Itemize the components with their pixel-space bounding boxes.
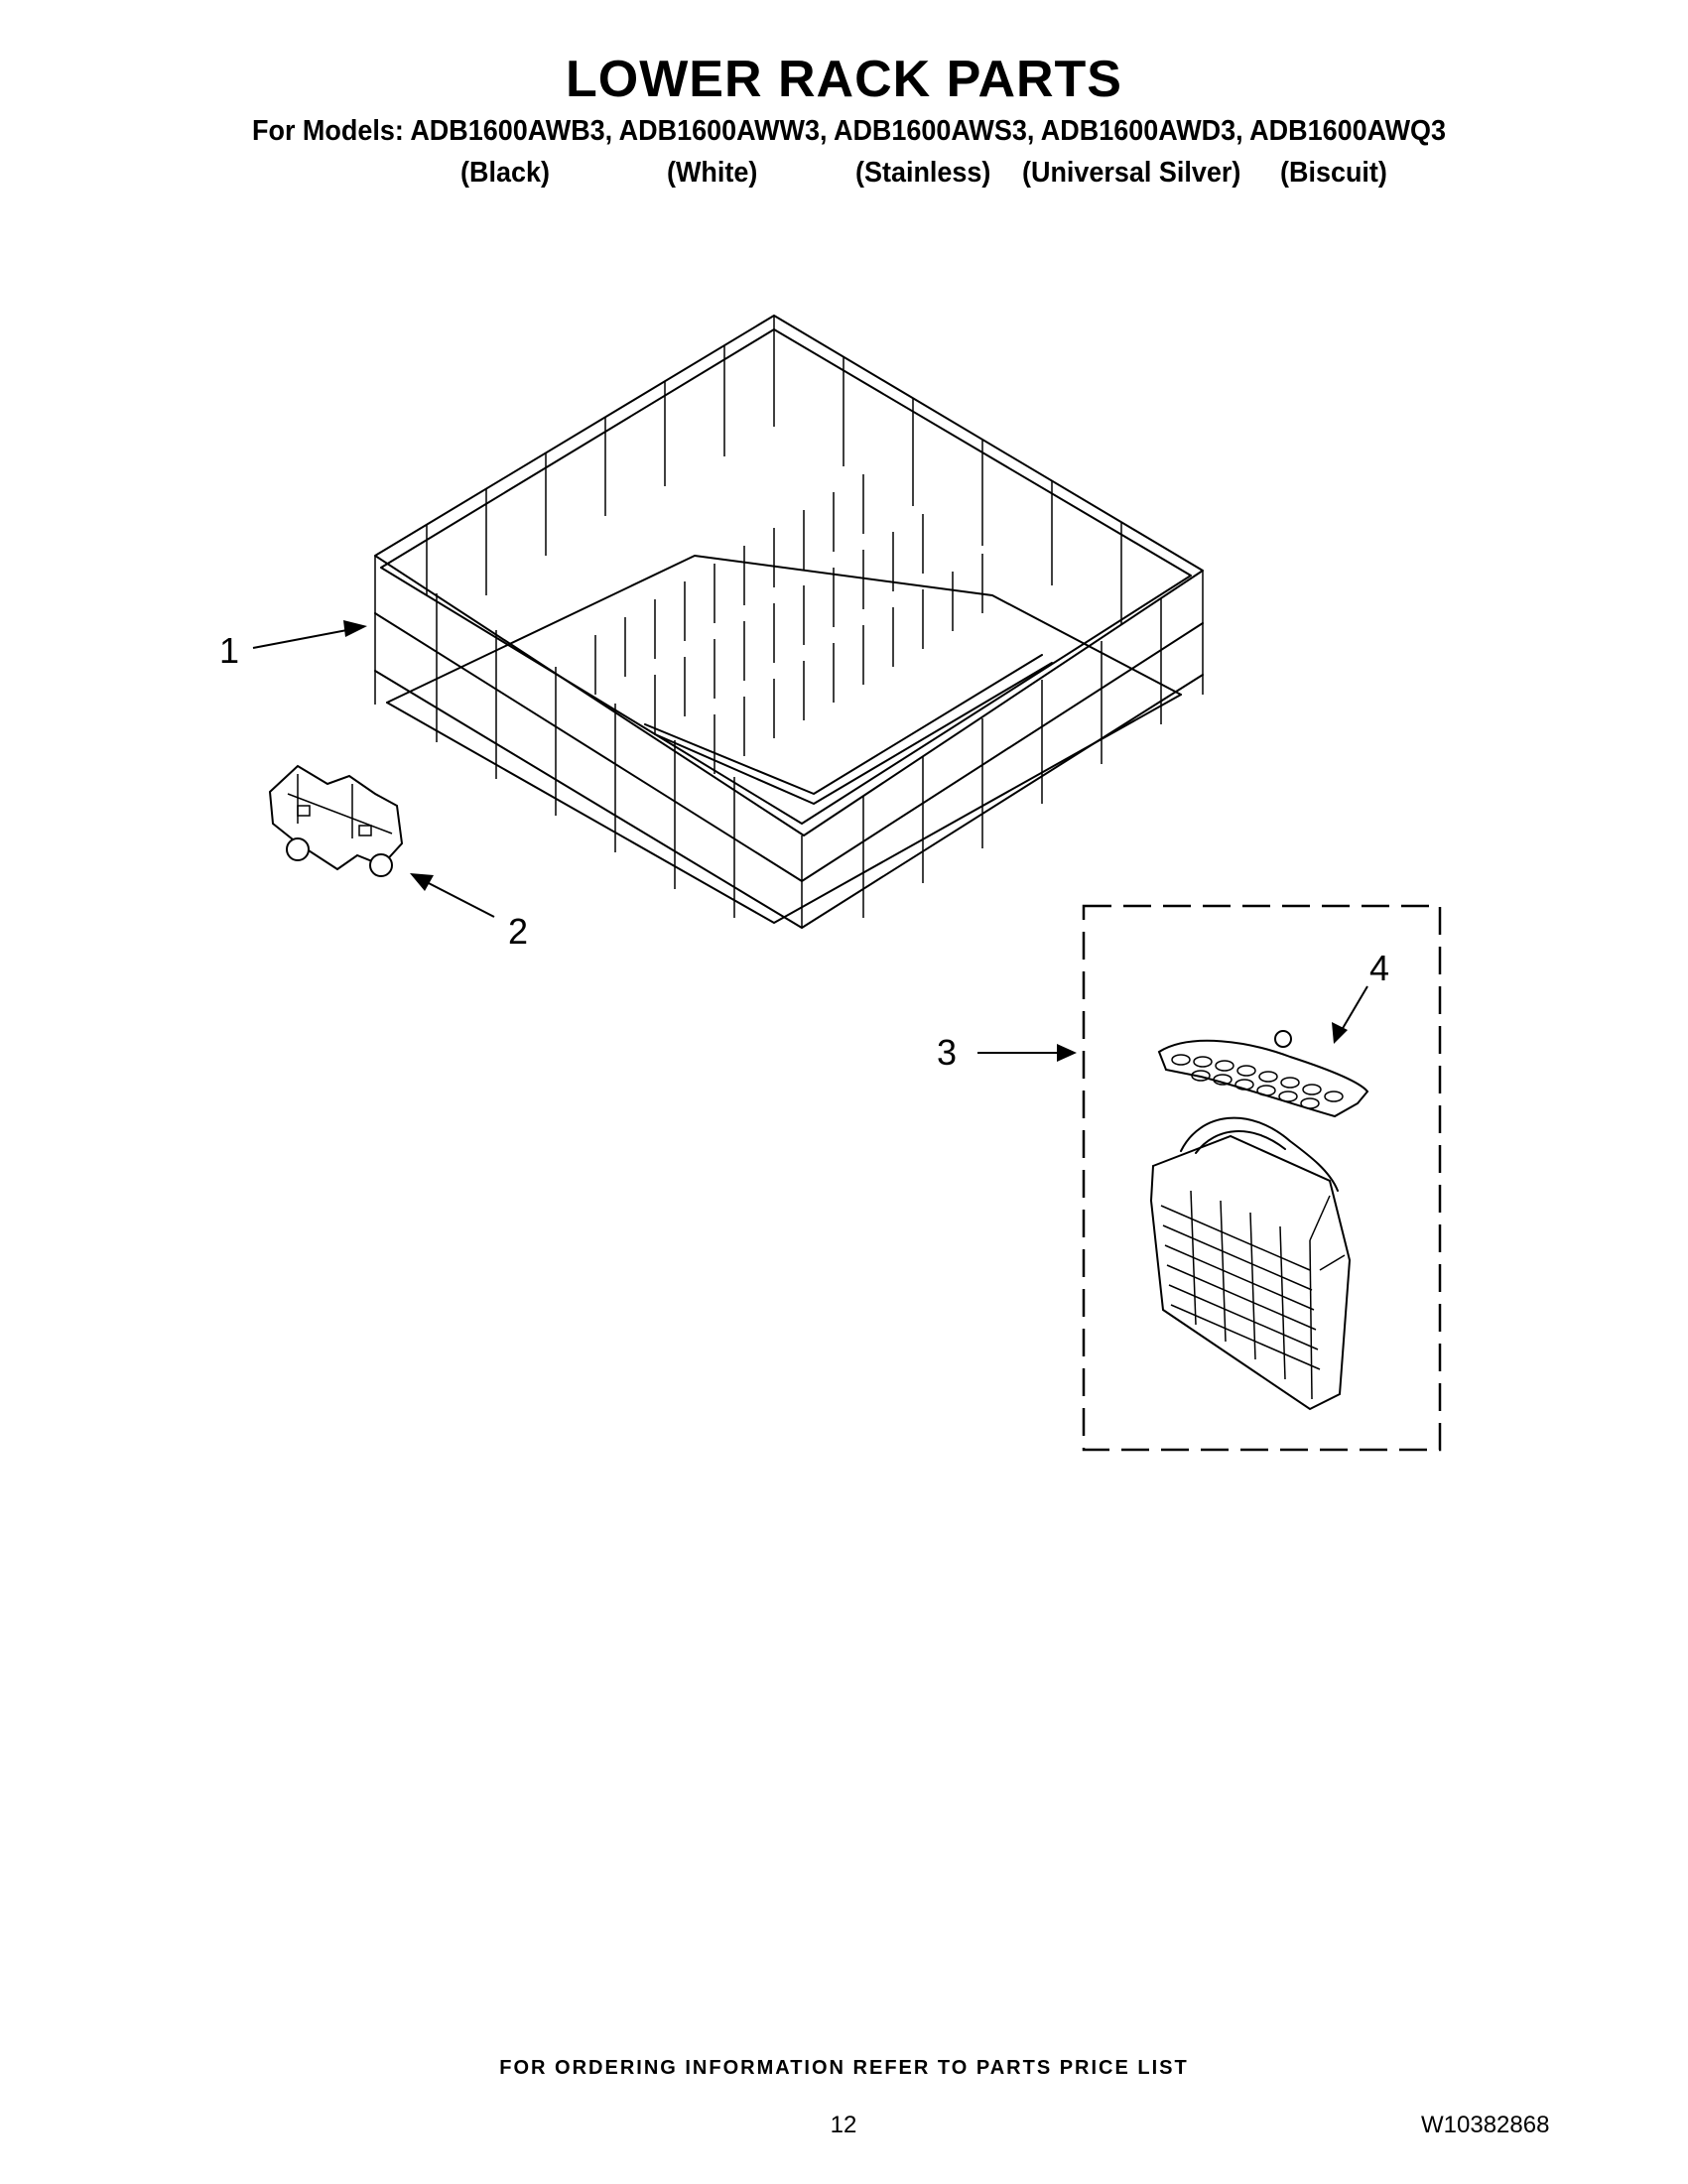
callout-number-4: 4 <box>1369 948 1390 988</box>
dishrack-lower-wire-icon <box>374 315 1204 929</box>
color-label-stainless: (Stainless) <box>855 157 991 189</box>
color-variants-row: (Black) (White) (Stainless) (Universal S… <box>0 157 1688 193</box>
color-label-biscuit: (Biscuit) <box>1280 157 1387 189</box>
callout-arrow-1 <box>252 620 367 649</box>
basket-lid-icon <box>1157 1030 1369 1118</box>
callout-arrow-4 <box>1332 985 1368 1044</box>
callout-number-1: 1 <box>219 630 240 671</box>
color-label-white: (White) <box>667 157 758 189</box>
document-number: W10382868 <box>1421 2112 1550 2138</box>
ordering-info-note: FOR ORDERING INFORMATION REFER TO PARTS … <box>499 2057 1189 2079</box>
callout-number-2: 2 <box>508 911 529 952</box>
color-label-universal-silver: (Universal Silver) <box>1022 157 1241 189</box>
page-number: 12 <box>830 2112 857 2138</box>
callout-arrow-2 <box>410 873 495 918</box>
color-label-black: (Black) <box>460 157 550 189</box>
models-line: For Models: ADB1600AWB3, ADB1600AWW3, AD… <box>252 115 1446 147</box>
assembly-dashed-box <box>1082 904 1442 1452</box>
page-title: LOWER RACK PARTS <box>565 51 1122 108</box>
callout-number-3: 3 <box>937 1032 958 1073</box>
rack-roller-clip-icon <box>268 764 404 877</box>
silverware-basket-assembly-icon <box>1149 1116 1352 1411</box>
callout-arrow-3 <box>977 1044 1077 1062</box>
